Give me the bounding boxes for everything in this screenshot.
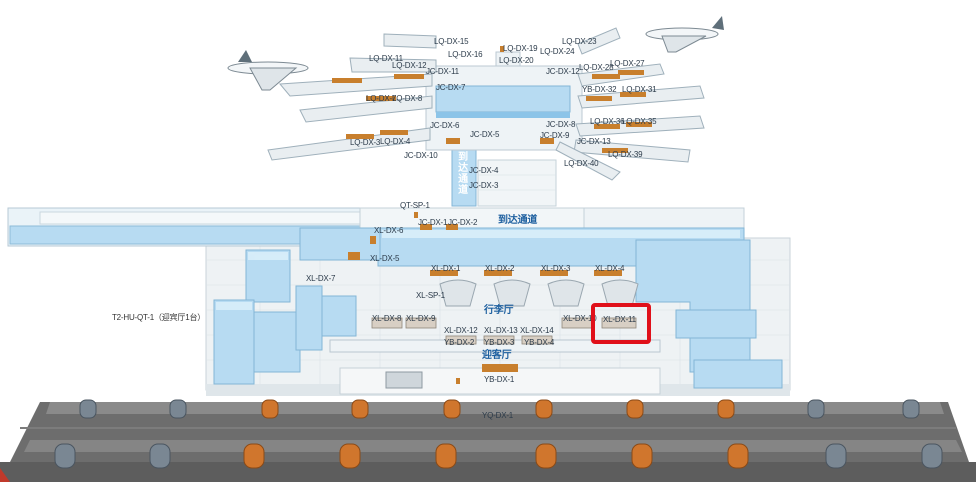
label-lq-dx-28[interactable]: LQ-DX-28 — [579, 63, 614, 72]
label-jc-dx-4[interactable]: JC-DX-4 — [469, 166, 499, 175]
label-jc-dx-3[interactable]: JC-DX-3 — [469, 181, 499, 190]
arrival-hall-blocks — [329, 339, 661, 395]
label-xl-dx-4[interactable]: XL-DX-4 — [595, 264, 625, 273]
label-lq-dx-27[interactable]: LQ-DX-27 — [610, 59, 645, 68]
label-xl-dx-13[interactable]: XL-DX-13 — [484, 326, 518, 335]
label-lq-dx-3[interactable]: LQ-DX-3 — [350, 138, 381, 147]
label-lq-dx-15[interactable]: LQ-DX-15 — [434, 37, 469, 46]
label-lq-dx-11[interactable]: LQ-DX-11 — [369, 54, 403, 63]
selected-location-highlight — [591, 303, 651, 344]
label-jc-dx-7[interactable]: JC-DX-7 — [436, 83, 466, 92]
label-lq-dx-12[interactable]: LQ-DX-12 — [392, 61, 427, 70]
label-lq-dx-40[interactable]: LQ-DX-40 — [564, 159, 599, 168]
label-t2-hu-qt-1[interactable]: T2-HU-QT-1（迎宾厅1台） — [112, 313, 206, 322]
label-jc-dx-8[interactable]: JC-DX-8 — [546, 120, 576, 129]
label-jc-dx-9[interactable]: JC-DX-9 — [540, 131, 570, 140]
label-arrival-passage: 到达通道 — [498, 215, 538, 226]
aircraft-left — [227, 50, 309, 91]
label-xl-dx-5[interactable]: XL-DX-5 — [370, 254, 400, 263]
label-lq-dx-4[interactable]: LQ-DX-4 — [380, 137, 411, 146]
label-lq-dx-7[interactable]: LQ-DX-7 — [366, 94, 397, 103]
label-welcome-hall: 迎客厅 — [482, 350, 512, 361]
label-xl-sp-1[interactable]: XL-SP-1 — [416, 291, 445, 300]
label-jc-dx-1[interactable]: JC-DX-1 — [418, 218, 448, 227]
left-bridge-counters — [332, 74, 424, 139]
label-yb-dx-2[interactable]: YB-DX-2 — [444, 338, 475, 347]
label-lq-dx-39[interactable]: LQ-DX-39 — [608, 150, 643, 159]
label-jc-dx-12[interactable]: JC-DX-12 — [546, 67, 580, 76]
label-lq-dx-8[interactable]: LQ-DX-8 — [392, 94, 423, 103]
left-jet-bridges — [267, 33, 437, 161]
label-yb-dx-1[interactable]: YB-DX-1 — [484, 375, 515, 384]
label-jc-dx-2[interactable]: JC-DX-2 — [448, 218, 478, 227]
road-pillars — [54, 399, 943, 469]
label-xl-dx-3[interactable]: XL-DX-3 — [541, 264, 571, 273]
label-lq-dx-23[interactable]: LQ-DX-23 — [562, 37, 597, 46]
label-xl-dx-10[interactable]: XL-DX-10 — [563, 314, 597, 323]
label-xl-dx-11[interactable]: XL-DX-11 — [603, 315, 636, 324]
label-jc-dx-6[interactable]: JC-DX-6 — [430, 121, 460, 130]
label-lq-dx-16[interactable]: LQ-DX-16 — [448, 50, 483, 59]
label-xl-dx-2[interactable]: XL-DX-2 — [485, 264, 515, 273]
vertical-arrival-passage — [451, 149, 557, 207]
label-baggage-hall: 行李厅 — [484, 305, 514, 316]
right-bridge-counters — [586, 70, 652, 153]
label-xl-dx-6[interactable]: XL-DX-6 — [374, 226, 404, 235]
corner-accent — [0, 468, 10, 482]
label-lq-dx-24[interactable]: LQ-DX-24 — [540, 47, 575, 56]
label-xl-dx-14[interactable]: XL-DX-14 — [520, 326, 554, 335]
label-lq-dx-19[interactable]: LQ-DX-19 — [503, 44, 538, 53]
label-jc-dx-10[interactable]: JC-DX-10 — [404, 151, 438, 160]
label-jc-dx-11[interactable]: JC-DX-11 — [426, 67, 459, 76]
label-arrival-passage-vertical: 到达通道 — [458, 152, 468, 196]
label-yb-dx-32[interactable]: YB-DX-32 — [582, 85, 617, 94]
label-xl-dx-8[interactable]: XL-DX-8 — [372, 314, 402, 323]
left-corridor — [7, 207, 381, 247]
label-xl-dx-9[interactable]: XL-DX-9 — [406, 314, 436, 323]
label-xl-dx-7[interactable]: XL-DX-7 — [306, 274, 336, 283]
label-jc-dx-5[interactable]: JC-DX-5 — [470, 130, 500, 139]
label-yb-dx-4[interactable]: YB-DX-4 — [524, 338, 555, 347]
aircraft-right — [645, 16, 724, 53]
label-lq-dx-20[interactable]: LQ-DX-20 — [499, 56, 534, 65]
label-yq-dx-1[interactable]: YQ-DX-1 — [482, 411, 514, 420]
label-lq-dx-36[interactable]: LQ-DX-36 — [590, 117, 625, 126]
service-counters — [348, 212, 622, 384]
label-lq-dx-35[interactable]: LQ-DX-35 — [622, 117, 657, 126]
label-xl-dx-12[interactable]: XL-DX-12 — [444, 326, 478, 335]
label-yb-dx-3[interactable]: YB-DX-3 — [484, 338, 515, 347]
desk-blocks — [371, 317, 637, 345]
label-lq-dx-31[interactable]: LQ-DX-31 — [622, 85, 657, 94]
label-xl-dx-1[interactable]: XL-DX-1 — [431, 264, 461, 273]
baggage-carousels — [439, 279, 639, 307]
label-qt-sp-1[interactable]: QT-SP-1 — [400, 201, 430, 210]
label-jc-dx-13[interactable]: JC-DX-13 — [577, 137, 611, 146]
glass-tops — [216, 230, 740, 310]
concourse — [425, 46, 583, 151]
